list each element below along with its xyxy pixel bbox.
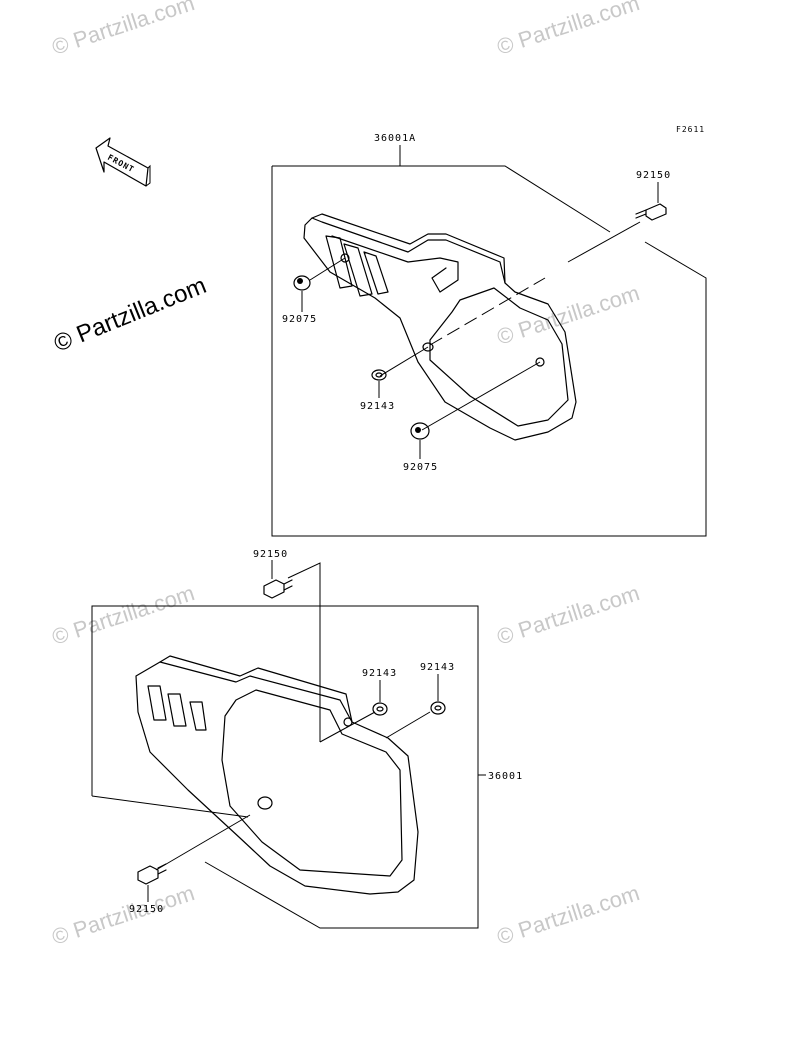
- watermark-main: © Partzilla.com: [50, 272, 210, 358]
- grommet-92075-icon[interactable]: [410, 422, 430, 440]
- part-label-92150: 92150: [129, 904, 164, 915]
- assembly-36001: 36001 92150 92143: [91, 549, 523, 929]
- watermark: © Partzilla.com: [494, 880, 643, 950]
- part-label-36001: 36001: [488, 771, 523, 782]
- side-cover-36001[interactable]: [135, 655, 419, 895]
- bolt-92150-icon[interactable]: [635, 203, 667, 221]
- watermarks: © Partzilla.com © Partzilla.com © Partzi…: [49, 0, 643, 950]
- watermark: © Partzilla.com: [49, 880, 198, 950]
- part-label-92075: 92075: [282, 314, 317, 325]
- bolt-92150-icon[interactable]: [137, 863, 167, 885]
- watermark: © Partzilla.com: [494, 0, 643, 60]
- watermark: © Partzilla.com: [494, 580, 643, 650]
- side-cover-36001a[interactable]: [303, 213, 577, 441]
- part-label-92150: 92150: [636, 170, 671, 181]
- part-label-36001a: 36001A: [374, 133, 416, 144]
- assembly-36001a: 36001A 92150: [271, 133, 707, 537]
- front-direction-arrow-icon: FRONT: [95, 137, 151, 187]
- part-label-92150: 92150: [253, 549, 288, 560]
- collar-92143-icon[interactable]: [371, 369, 387, 381]
- collar-92143-icon[interactable]: [372, 702, 388, 716]
- bolt-92150-icon[interactable]: [263, 579, 293, 599]
- watermark: © Partzilla.com: [49, 580, 198, 650]
- part-label-92143: 92143: [362, 668, 397, 679]
- part-label-92143: 92143: [360, 401, 395, 412]
- watermark: © Partzilla.com: [494, 280, 643, 350]
- watermark: © Partzilla.com: [49, 0, 198, 60]
- part-label-92075: 92075: [403, 462, 438, 473]
- collar-92143-icon[interactable]: [430, 701, 446, 715]
- grommet-92075-icon[interactable]: [293, 275, 311, 291]
- diagram-code: F2611: [676, 125, 705, 134]
- part-label-92143: 92143: [420, 662, 455, 673]
